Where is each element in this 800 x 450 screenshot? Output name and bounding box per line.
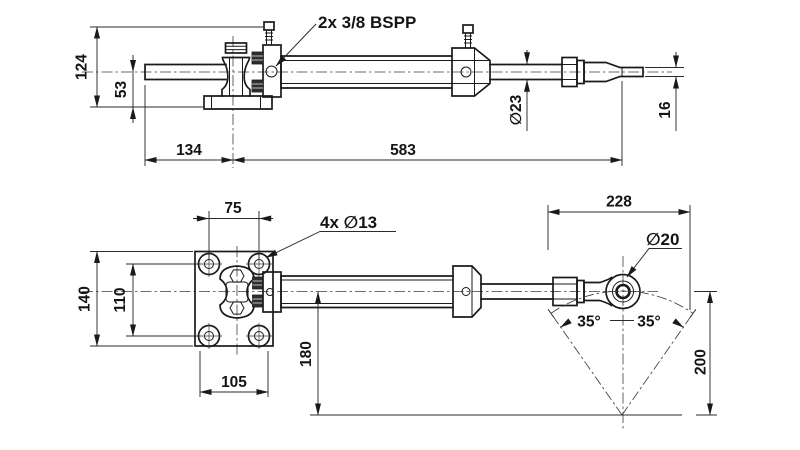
dim-overall-height: 124 (74, 54, 91, 80)
dim-rod-extension: 134 (176, 142, 202, 159)
dim-axis-to-pivot: 180 (298, 341, 315, 367)
bolt-hole-bottom-right (246, 323, 272, 349)
flange-extension-lines (90, 251, 201, 347)
plan-view (82, 246, 697, 430)
dim-hole-spacing-horizontal: 75 (224, 200, 242, 217)
base-plate (203, 95, 273, 110)
bleed-screw-left (266, 29, 272, 46)
plan-view-dimensions: 140 110 75 105 180 228 200 ∅20 4x ∅13 35… (77, 194, 717, 416)
dim-rod-diameter: ∅23 (508, 94, 525, 125)
dim-tip-diameter: 16 (657, 101, 674, 119)
dim-swing-angle-right: 35° (637, 314, 660, 331)
port-hole (265, 65, 278, 78)
ball-joint-outer (605, 273, 641, 310)
dim-ball-bore: ∅20 (646, 230, 679, 249)
dim-body-length: 583 (390, 142, 416, 159)
dim-swing-width: 228 (606, 194, 632, 211)
dim-swing-angle-left: 35° (577, 314, 600, 331)
dim-line-tip-dia (645, 52, 684, 131)
bearing-housing (221, 56, 251, 97)
side-view-dimensions: 124 53 134 583 ∅23 16 2x 3/8 BSPP (74, 13, 684, 166)
arc-end-ticks (547, 309, 697, 318)
swing-arc (550, 290, 694, 314)
housing-cap (224, 42, 248, 54)
rod-right (489, 63, 563, 81)
extension-lines (90, 26, 623, 166)
dim-flange-height: 140 (77, 286, 94, 312)
bolt-hole-bottom-left (196, 323, 222, 349)
dim-hole-spacing-vertical: 110 (112, 287, 129, 312)
dim-axis-height: 53 (113, 81, 130, 99)
fitting-plan-upper (252, 276, 263, 290)
ball-bore-leader (626, 248, 682, 278)
bleed-screw-right (465, 32, 471, 49)
fitting-plan-lower (252, 294, 263, 308)
rod-plan (480, 283, 554, 300)
rod-end-taper (583, 61, 644, 83)
port-fitting-upper (251, 51, 264, 65)
dim-flange-width: 105 (221, 374, 247, 391)
swing-boundary-lines (550, 313, 694, 416)
mount-holes-leader (265, 231, 396, 258)
port-fitting-lower (251, 79, 264, 93)
mounting-flange (194, 250, 274, 347)
rod-left (144, 63, 227, 81)
cylinder-tube-plan (280, 275, 454, 309)
side-view (82, 21, 672, 168)
head-block-plan (262, 271, 282, 313)
rod-end-plan (583, 276, 613, 307)
mount-holes-label: 4x ∅13 (320, 213, 377, 232)
ports-leader-line (275, 23, 317, 67)
ports-label: 2x 3/8 BSPP (318, 13, 416, 32)
dim-swing-radius: 200 (693, 349, 710, 375)
